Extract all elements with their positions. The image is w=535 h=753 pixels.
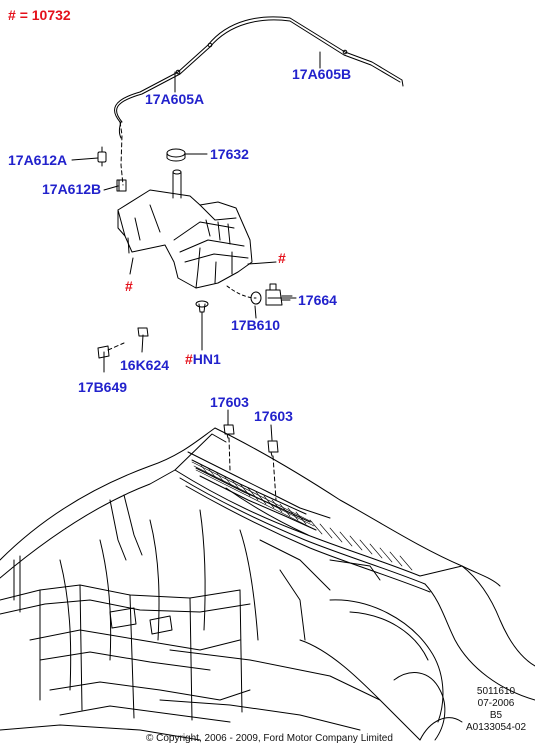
reference-line-4: A0133054-02 [465, 722, 527, 733]
callout-17a605a[interactable]: 17A605A [145, 91, 205, 107]
callout-17b610[interactable]: 17B610 [231, 317, 281, 333]
filler-cap [166, 148, 186, 162]
callout-17b649[interactable]: 17B649 [78, 379, 128, 395]
callout-bracket-hash[interactable]: # [278, 250, 286, 266]
push-pin-fastener [195, 300, 209, 313]
callout-17664[interactable]: 17664 [298, 292, 337, 308]
bolt [97, 342, 125, 359]
hose-clip [116, 179, 127, 192]
leader-lines [71, 51, 321, 441]
callout-hn1[interactable]: #HN1 [185, 351, 221, 367]
copyright-footer: © Copyright, 2006 - 2009, Ford Motor Com… [146, 733, 393, 744]
washer-hose [114, 16, 404, 186]
reference-line-3: B5 [489, 710, 503, 721]
callout-hn1-hash: # [185, 351, 193, 367]
hose-connector [97, 146, 107, 167]
callout-17632[interactable]: 17632 [210, 146, 249, 162]
cowl-vent-grille [191, 461, 413, 571]
washer-reservoir [117, 169, 253, 289]
header-hash-symbol: # [8, 7, 16, 23]
header-legend: # = 10732 [8, 7, 71, 23]
callout-16k624[interactable]: 16K624 [120, 357, 170, 373]
callout-17603-left[interactable]: 17603 [210, 394, 249, 410]
callout-17603-right[interactable]: 17603 [254, 408, 293, 424]
reference-line-2: 07-2006 [477, 698, 515, 709]
header-part-number: 10732 [31, 7, 71, 23]
callout-17a612a[interactable]: 17A612A [8, 152, 68, 168]
callout-hn1-label: HN1 [192, 351, 221, 367]
washer-nozzles [223, 424, 279, 501]
drawing-reference: 5011610 07-2006 B5 A0133054-02 [462, 686, 530, 734]
front-end-structure [0, 427, 535, 741]
washer-pump [226, 283, 293, 306]
reference-line-1: 5011610 [476, 686, 516, 697]
callout-17a605b[interactable]: 17A605B [292, 66, 352, 82]
nut [137, 327, 149, 337]
callout-17a612b[interactable]: 17A612B [42, 181, 102, 197]
header-equals: = [19, 7, 28, 23]
callout-reservoir-hash[interactable]: # [125, 278, 133, 294]
